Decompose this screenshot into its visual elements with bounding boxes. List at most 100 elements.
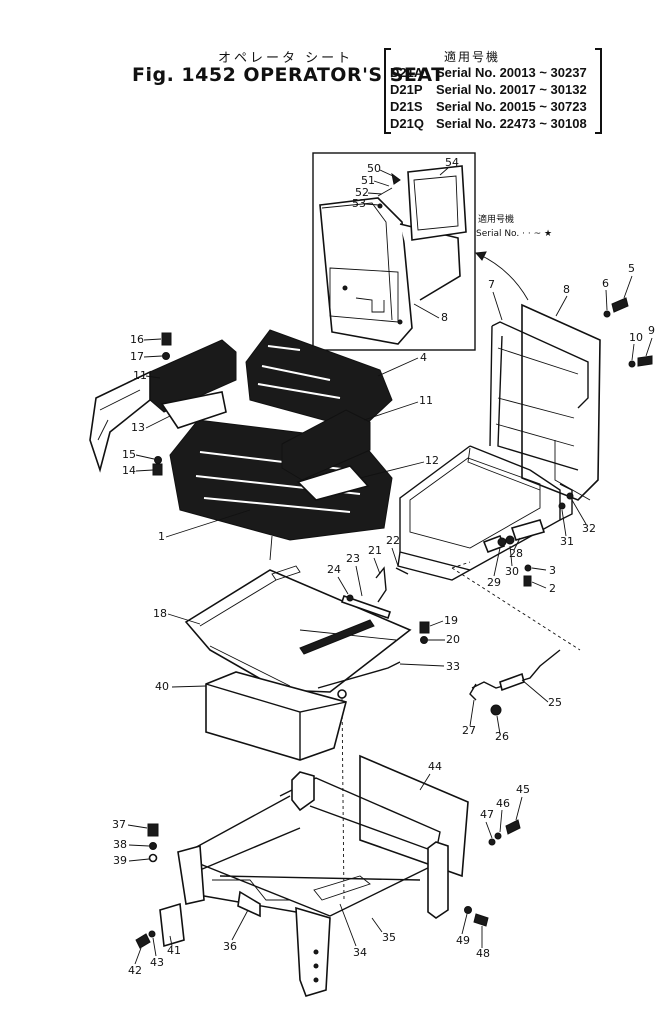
callout-label: 51 <box>361 174 375 187</box>
callout-label: 4 <box>420 351 427 364</box>
inset-frame <box>312 152 476 351</box>
callout-label: 30 <box>505 565 519 578</box>
model-code: D21Q <box>390 116 424 131</box>
callout-label: 28 <box>509 547 523 560</box>
applicability-header: 適用号機 <box>444 50 501 64</box>
backrest-cushion-4 <box>245 329 393 431</box>
backrest-panel-8 <box>521 303 601 501</box>
figure-title-japanese: オペレータ シート <box>218 51 354 66</box>
lever-assembly: 25 26 27 <box>462 649 562 743</box>
callout-label: 39 <box>113 854 127 867</box>
callout-label: 46 <box>496 797 510 810</box>
base-plate <box>184 569 412 693</box>
model-code: D21P <box>390 82 423 97</box>
inset-note-line2: Serial No. · · ~ ★ <box>476 229 552 239</box>
callout-label: 22 <box>386 534 400 547</box>
fasteners-37-39: 37 38 39 <box>112 818 159 867</box>
fasteners-left: 16 17 15 14 <box>122 332 172 477</box>
callout-label: 43 <box>150 956 164 969</box>
callout-label: 19 <box>444 614 458 627</box>
callout-label: 34 <box>353 946 367 959</box>
callout-label: 29 <box>487 576 501 589</box>
callout-label: 18 <box>153 607 167 620</box>
applicability-row: D21P Serial No. 20017 ~ 30132 <box>390 82 587 97</box>
seat-base-18: 18 <box>153 565 412 693</box>
callout-label: 31 <box>560 535 574 548</box>
leg-bracket <box>295 906 331 997</box>
backrest-cover-shape <box>319 197 413 345</box>
assembly-line <box>451 561 581 651</box>
callout-label: 14 <box>122 464 136 477</box>
callout-label: 21 <box>368 544 382 557</box>
callout-label: 33 <box>446 660 460 673</box>
callout-label: 17 <box>130 350 144 363</box>
callout-label: 15 <box>122 448 136 461</box>
bracket-left <box>384 48 391 134</box>
inset-note-line1: 適用号機 <box>478 213 514 225</box>
callout-label: 8 <box>563 283 570 296</box>
callout-label: 52 <box>355 186 369 199</box>
callout-label: 11 <box>419 394 433 407</box>
callout-label: 36 <box>223 940 237 953</box>
callout-label: 12 <box>425 454 439 467</box>
fasteners-19-20: 19 20 <box>419 614 460 646</box>
armrest-right-11 <box>281 409 371 481</box>
lower-base-frame: 44 36 34 35 41 <box>159 754 469 997</box>
callout-label: 13 <box>131 421 145 434</box>
callout-label: 27 <box>462 724 476 737</box>
callout-label: 20 <box>446 633 460 646</box>
fasteners-42-43: 42 43 <box>128 930 164 977</box>
fasteners-right-upper: 5 6 9 10 <box>602 262 655 368</box>
callout-label: 7 <box>488 278 495 291</box>
callout-label: 26 <box>495 730 509 743</box>
bracket-right <box>595 48 602 134</box>
callout-label: 3 <box>549 564 556 577</box>
callout-label: 54 <box>445 156 459 169</box>
applicability-table: 適用号機 D21A Serial No. 20013 ~ 30237 D21P Se… <box>384 48 602 134</box>
callout-label: 42 <box>128 964 142 977</box>
bracket-12 <box>296 465 370 501</box>
serial-range: Serial No. 20015 ~ 30723 <box>436 99 587 114</box>
callout-label: 50 <box>367 162 381 175</box>
callout-label: 49 <box>456 934 470 947</box>
inset-pointer <box>475 252 529 301</box>
seat-frame-assembly: 7 8 <box>397 278 601 581</box>
callout-label: 32 <box>582 522 596 535</box>
applicability-row: D21Q Serial No. 22473 ~ 30108 <box>390 116 587 131</box>
callout-label: 45 <box>516 783 530 796</box>
serial-range: Serial No. 22473 ~ 30108 <box>436 116 587 131</box>
fasteners-45-49: 45 46 47 48 49 <box>456 783 530 960</box>
adjust-levers: 21 22 23 24 <box>327 534 409 620</box>
callout-label: 35 <box>382 931 396 944</box>
callout-label: 41 <box>167 944 181 957</box>
callout-label: 40 <box>155 680 169 693</box>
rail-fasteners: 28 29 30 31 32 3 2 <box>482 492 596 595</box>
storage-box-40: 40 <box>155 671 347 761</box>
callout-label: 44 <box>428 760 442 773</box>
rod-33 <box>317 661 401 689</box>
callout-label: 11 <box>133 369 147 382</box>
serial-range: Serial No. 20013 ~ 30237 <box>436 65 587 80</box>
pad-54-shape <box>407 165 467 241</box>
model-code: D21A <box>390 65 424 80</box>
callout-label: 6 <box>602 277 609 290</box>
callout-label: 5 <box>628 262 635 275</box>
callout-label: 10 <box>629 331 643 344</box>
callout-label: 24 <box>327 563 341 576</box>
bracket-13 <box>160 391 227 429</box>
callout-label: 2 <box>549 582 556 595</box>
callout-label: 48 <box>476 947 490 960</box>
callout-label: 1 <box>158 530 165 543</box>
figure-title: Fig. 1452 OPERATOR'S SEAT <box>132 64 445 86</box>
callout-label: 53 <box>352 197 366 210</box>
callout-label: 16 <box>130 333 144 346</box>
side-plate-44 <box>359 754 469 878</box>
callout-label: 37 <box>112 818 126 831</box>
callout-label: 8 <box>441 311 448 324</box>
serial-range: Serial No. 20017 ~ 30132 <box>436 82 587 97</box>
callout-label: 47 <box>480 808 494 821</box>
callout-label: 23 <box>346 552 360 565</box>
callout-label: 9 <box>648 324 655 337</box>
